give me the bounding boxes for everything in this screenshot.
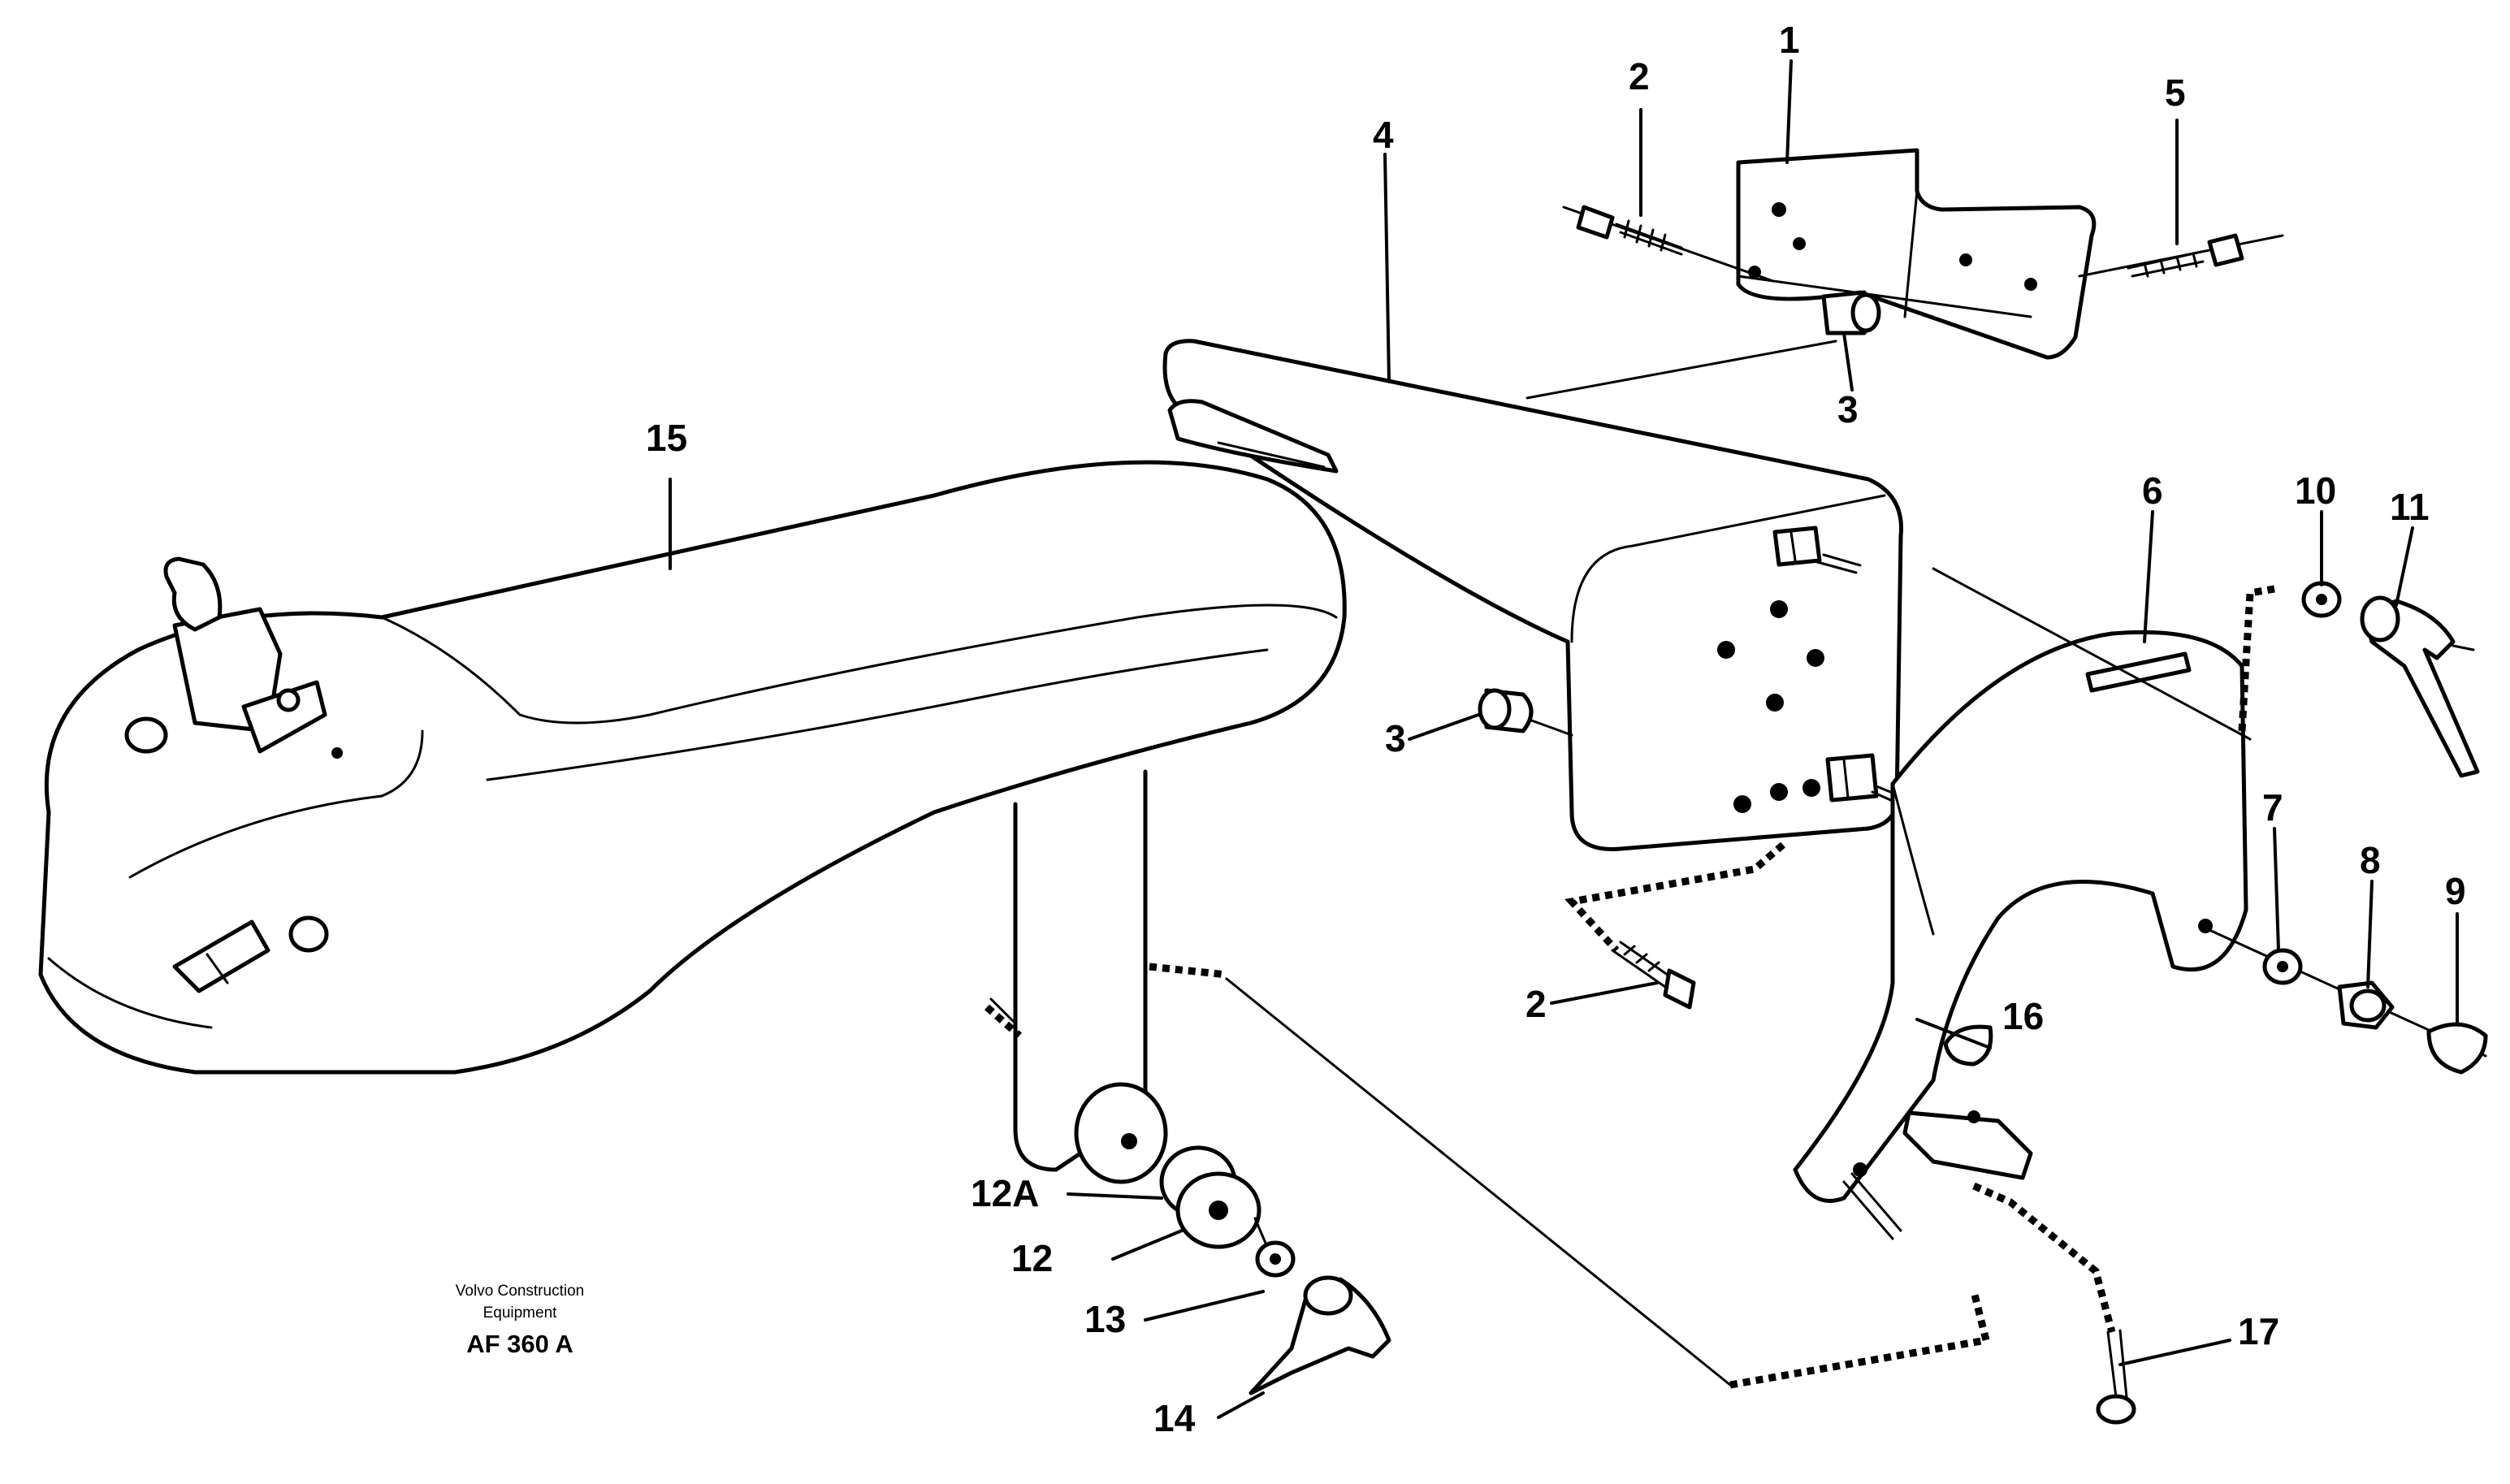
callout-1: 1	[1779, 19, 1800, 61]
callout-2-lower: 2	[1525, 983, 1547, 1025]
screw-part-17	[1972, 1182, 2136, 1425]
knob-parts-12-14	[1159, 1145, 1391, 1395]
caption-company-line2: Equipment	[483, 1304, 558, 1322]
callout-15: 15	[646, 417, 687, 459]
lever-parts-10-11	[2238, 581, 2480, 778]
bolt-part-5	[2078, 233, 2284, 278]
support-bracket-part-4	[1162, 339, 1912, 851]
callout-9: 9	[2445, 870, 2466, 912]
bolt-part-2-lower	[1564, 842, 1785, 1010]
fastener-parts-7-9	[2208, 928, 2488, 1075]
callout-7: 7	[2262, 786, 2283, 829]
callout-8: 8	[2360, 839, 2381, 881]
callout-3-upper: 3	[1837, 388, 1859, 430]
armrest-part-15	[38, 460, 1347, 1184]
leader-lines	[669, 59, 2459, 1419]
callout-5: 5	[2165, 71, 2186, 114]
callout-6: 6	[2142, 469, 2163, 512]
callout-13: 13	[1084, 1298, 1126, 1340]
callout-12a: 12A	[971, 1172, 1039, 1214]
callout-10: 10	[2295, 469, 2336, 512]
callout-2-upper: 2	[1629, 55, 1650, 97]
assembly-dashed-line	[1149, 963, 1991, 1389]
drawing-caption: Volvo Construction Equipment AF 360 A	[456, 1283, 584, 1358]
callout-labels: 1 2 5 4 3 15 6 10 11 3 7 8 9 2 16 12A 12…	[646, 19, 2466, 1439]
spacer-part-3-lower	[1478, 688, 1573, 737]
callout-11: 11	[2390, 486, 2430, 528]
callout-16: 16	[2002, 995, 2044, 1037]
callout-4: 4	[1373, 114, 1394, 156]
caption-drawing-code: AF 360 A	[466, 1330, 573, 1358]
callout-12: 12	[1011, 1237, 1053, 1279]
callout-3-lower: 3	[1385, 717, 1406, 759]
callout-14: 14	[1153, 1397, 1196, 1439]
bracket-part-1	[1736, 148, 2097, 360]
caption-company: Volvo Construction	[456, 1283, 584, 1300]
callout-17: 17	[2238, 1310, 2279, 1352]
assembly-line	[1225, 977, 1732, 1387]
spacer-part-3-upper	[1737, 275, 2032, 335]
bolt-part-2-upper	[1562, 205, 1772, 282]
